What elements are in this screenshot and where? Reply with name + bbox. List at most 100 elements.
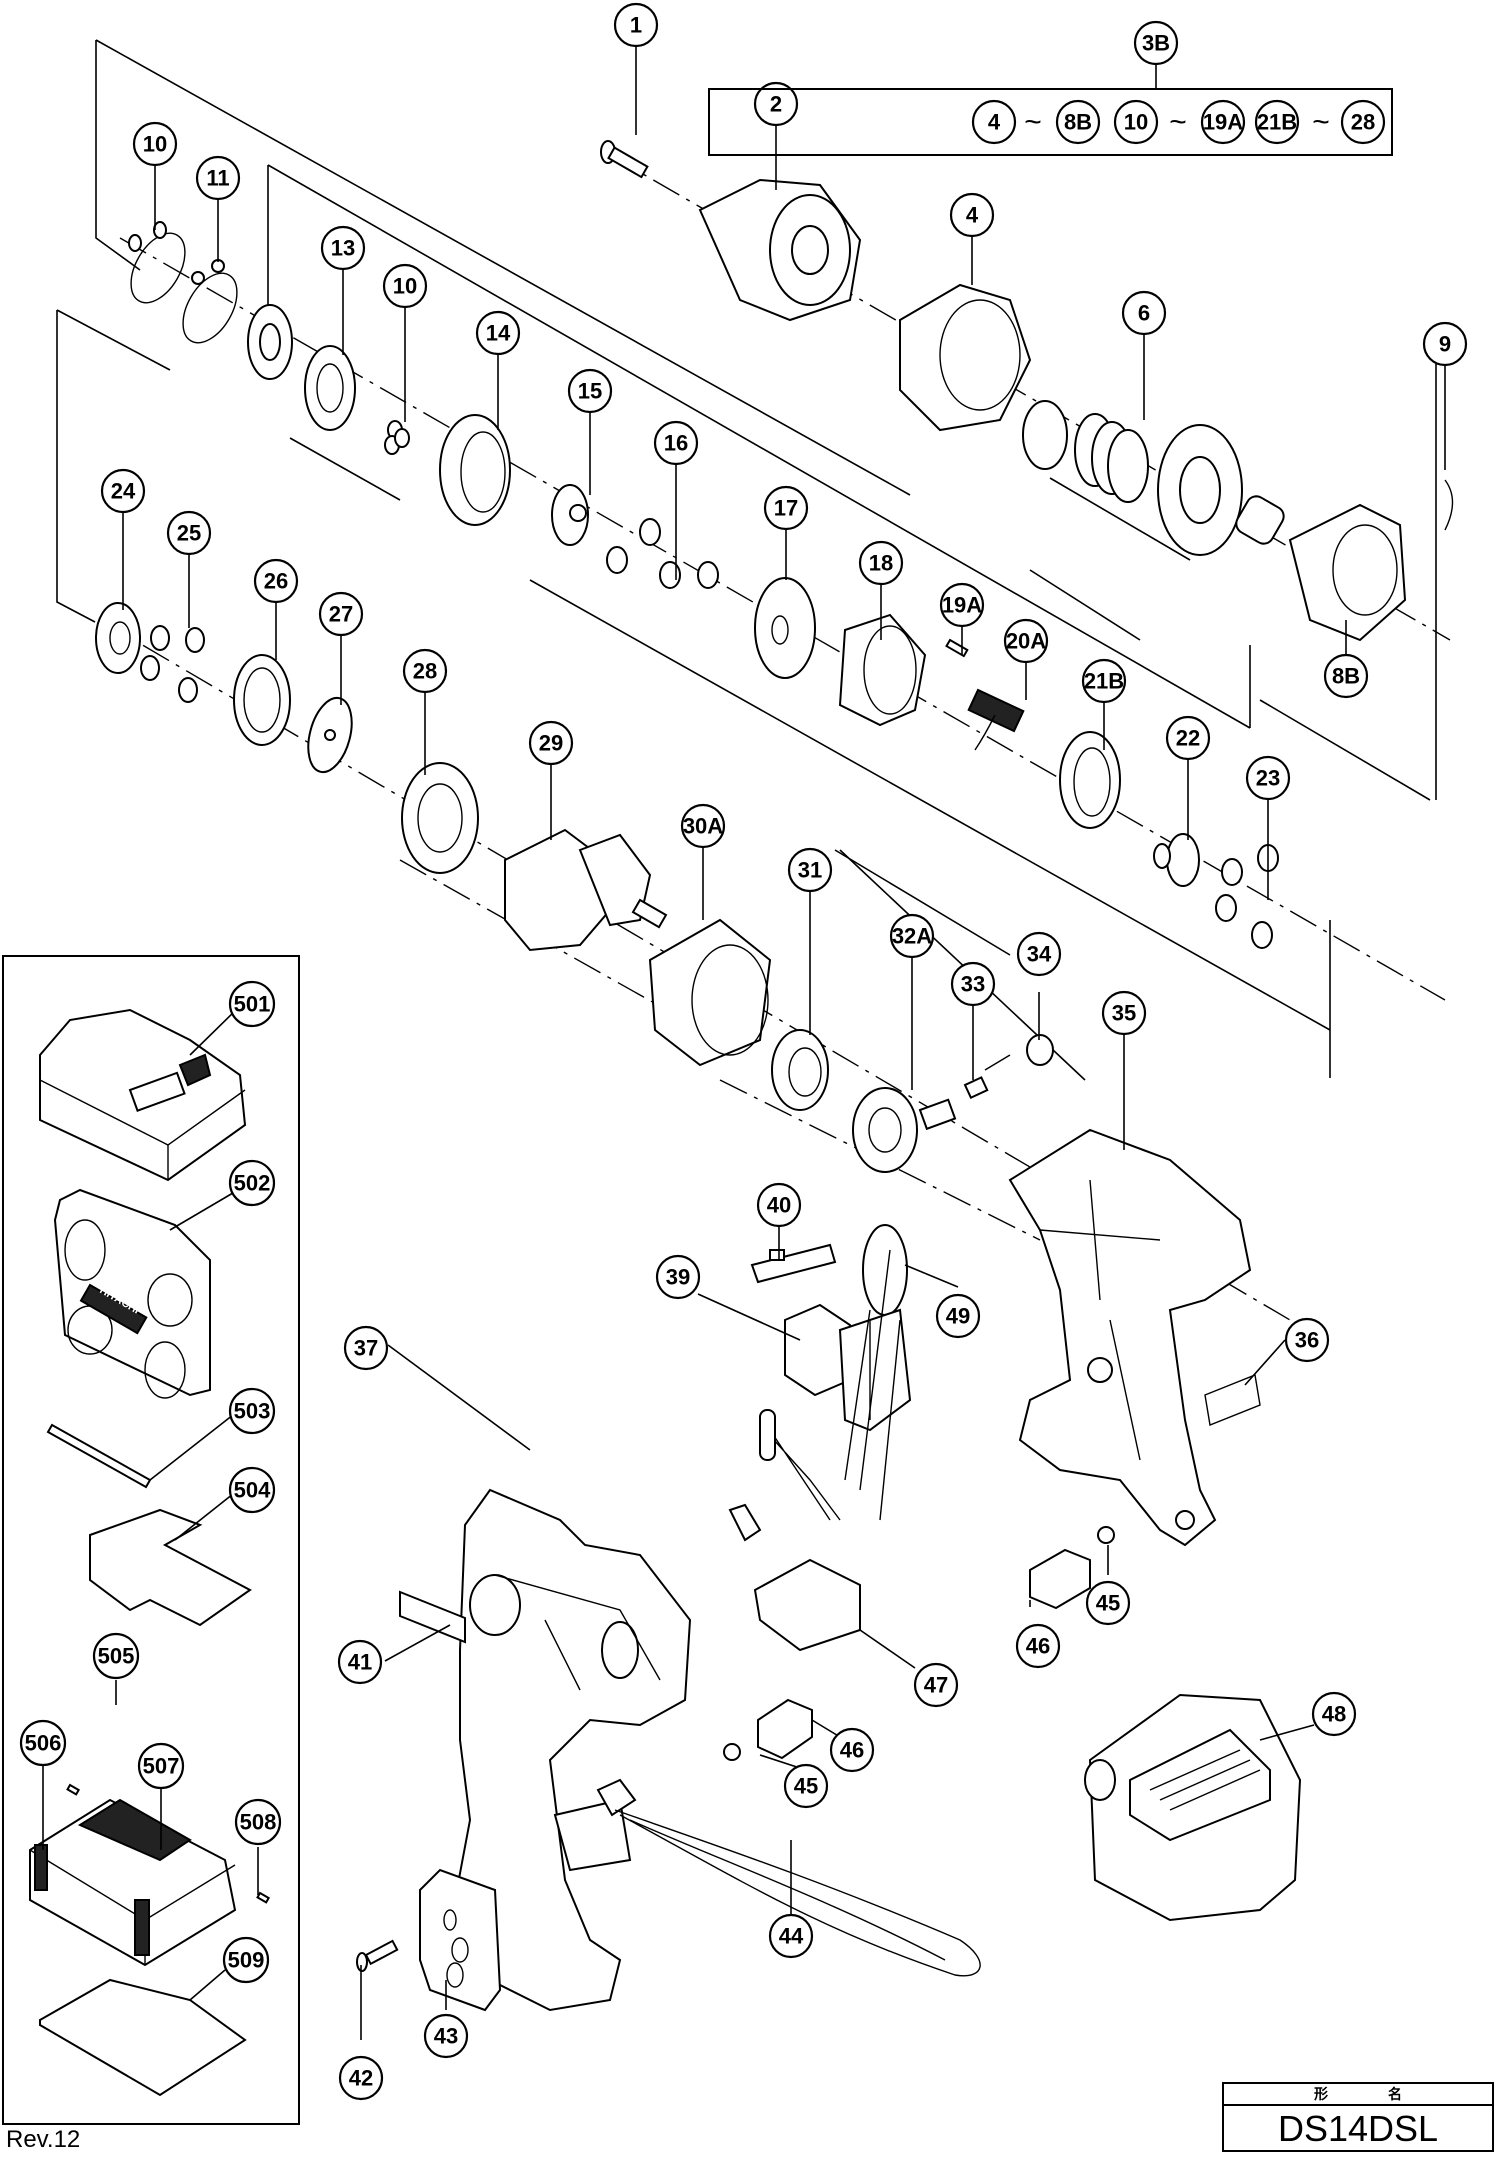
svg-text:509: 509 [228,1948,265,1973]
accessories-box [2,955,300,2125]
callout-22: 22 [1165,715,1211,761]
carrier-22-part [1153,833,1200,887]
svg-text:41: 41 [348,1650,372,1675]
callout-43: 43 [423,2013,469,2059]
spring-part [1074,413,1149,503]
callout-46b: 46 [829,1727,875,1773]
callout-49: 49 [935,1293,981,1339]
svg-text:48: 48 [1322,1702,1346,1727]
callout-44: 44 [768,1913,814,1959]
kit-range-1-sep: ~ [1169,106,1187,139]
pin-508-part [256,1891,271,1904]
inner-tray-part [89,1508,252,1627]
model-header-char-1: 形 [1314,2086,1328,2102]
svg-text:9: 9 [1439,332,1451,357]
svg-text:40: 40 [767,1193,791,1218]
cushion-46b-part [1029,1548,1091,1610]
name-plate-part [399,1590,466,1644]
svg-text:21B: 21B [1084,669,1124,694]
svg-text:8B: 8B [1332,664,1360,689]
svg-text:28: 28 [413,659,437,684]
callout-14: 14 [475,310,521,356]
charger-part [39,1008,247,1182]
callout-502: 502 [228,1159,276,1207]
svg-text:22: 22 [1176,726,1200,751]
callout-9: 9 [1422,321,1468,367]
svg-text:14: 14 [486,321,511,346]
callout-11: 11 [195,155,241,201]
svg-text:11: 11 [206,166,229,191]
callout-13: 13 [320,225,366,271]
ring-gear-28-part [401,762,479,874]
kit-range-1-from: 10 [1113,99,1159,145]
svg-text:28: 28 [1351,110,1375,135]
motor-part [504,828,668,952]
nut-45-part [723,1743,741,1761]
callout-3B: 3B [1133,20,1179,66]
svg-text:43: 43 [434,2024,458,2049]
svg-text:10: 10 [1124,110,1148,135]
callout-10a: 10 [132,121,178,167]
svg-text:34: 34 [1027,942,1052,967]
svg-text:21B: 21B [1257,110,1297,135]
model-header-char-2: 名 [1388,2086,1402,2102]
nut-45b-part [1097,1526,1115,1544]
assembly-axes [99,154,1451,1321]
svg-text:1: 1 [630,13,642,38]
assembly-brackets [56,39,1437,1081]
callout-18: 18 [858,540,904,586]
callout-501: 501 [228,980,276,1028]
svg-text:508: 508 [240,1810,277,1835]
callout-32A: 32A [889,913,935,959]
svg-text:32A: 32A [892,924,932,949]
svg-text:20A: 20A [1006,629,1046,654]
svg-text:36: 36 [1295,1328,1319,1353]
hook-part [419,1868,502,2012]
shift-switch-part [967,688,1025,751]
callout-36: 36 [1284,1317,1330,1363]
screw-19a-part [945,638,969,658]
revision-label: Rev.12 [6,2126,81,2153]
model-name-header: 形 名 [1224,2084,1492,2106]
callout-15: 15 [567,368,613,414]
ring-gear-part [439,414,511,526]
callout-4: 4 [949,192,995,238]
housing-right-part [1008,1128,1252,1547]
callout-17: 17 [763,485,809,531]
svg-text:503: 503 [234,1399,271,1424]
svg-text:4: 4 [966,203,979,228]
svg-text:35: 35 [1112,1001,1136,1026]
gear-case-part [1235,495,1407,642]
callout-31: 31 [787,847,833,893]
svg-text:29: 29 [539,731,563,756]
chuck-part [698,178,862,322]
callout-37: 37 [343,1325,389,1371]
retaining-wire-part [1444,479,1454,531]
svg-text:27: 27 [329,602,353,627]
callout-1: 1 [613,2,659,48]
svg-text:10: 10 [143,132,167,157]
callout-41: 41 [337,1639,383,1685]
callout-45b: 45 [783,1763,829,1809]
ring-balls-part [128,221,238,344]
svg-text:15: 15 [578,379,602,404]
clutch-cam-part [304,345,356,431]
carrier-part [551,484,589,546]
washer-17-part [754,577,816,679]
svg-text:3B: 3B [1142,31,1170,56]
svg-text:47: 47 [924,1673,948,1698]
callout-19A: 19A [939,582,985,628]
callout-508: 508 [234,1798,282,1846]
carrier-24-part [95,602,141,674]
svg-text:6: 6 [1138,301,1150,326]
bearing-holder-part [771,1029,829,1111]
callout-27: 27 [318,591,364,637]
svg-text:507: 507 [143,1754,180,1779]
model-name: DS14DSL [1277,2108,1439,2149]
part-drawings [95,140,1454,2012]
battery-part [1084,1693,1302,1922]
screw-42-part [356,1939,399,1972]
kit-range-2-sep: ~ [1312,106,1330,139]
svg-text:44: 44 [779,1924,804,1949]
